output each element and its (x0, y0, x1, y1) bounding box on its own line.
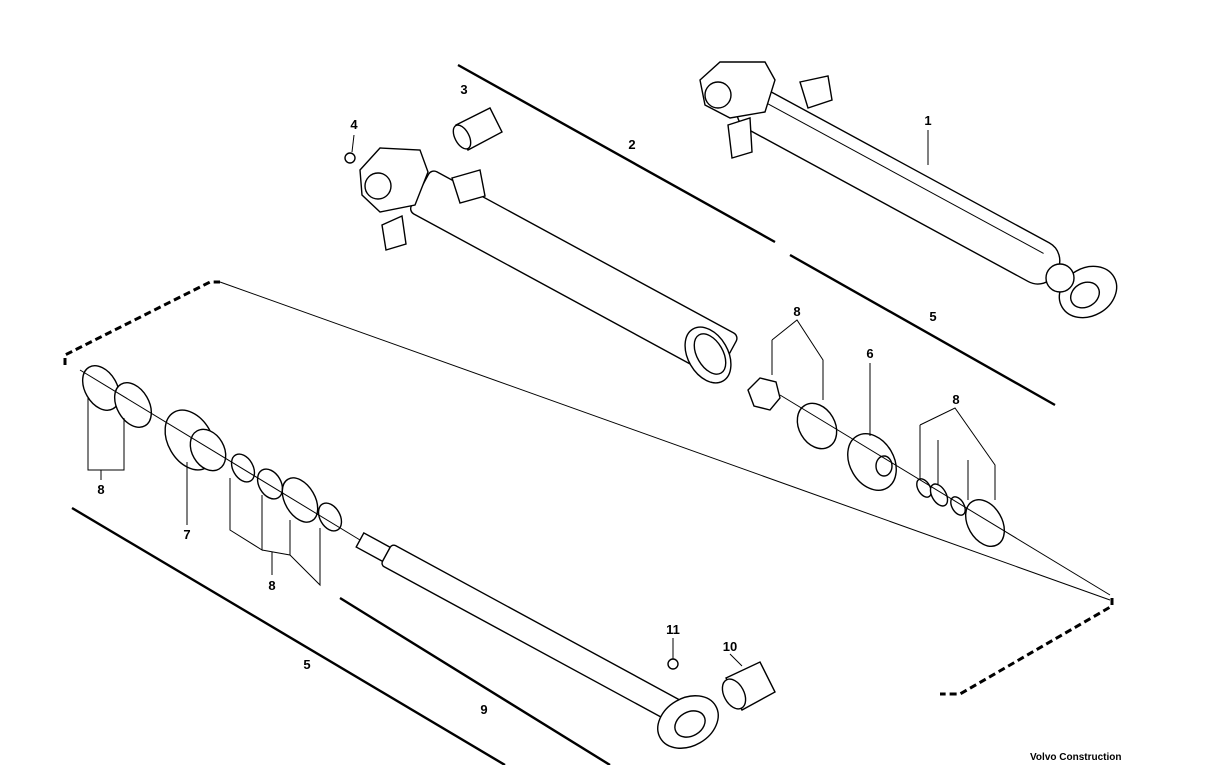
callout-5-top: 5 (929, 309, 936, 324)
grease-nipple-4 (344, 134, 356, 164)
bushing-10 (721, 661, 776, 711)
brand-text: Volvo Construction (1030, 752, 1121, 763)
callout-8-top-left: 8 (793, 304, 800, 319)
callout-1: 1 (924, 113, 931, 128)
callout-5-bottom: 5 (303, 657, 310, 672)
callout-10: 10 (723, 639, 737, 654)
nut (747, 377, 781, 411)
callout-8-left: 8 (97, 482, 104, 497)
callout-3: 3 (460, 82, 467, 97)
callout-8-bottom: 8 (268, 578, 275, 593)
callout-4: 4 (350, 117, 358, 132)
callout-6: 6 (866, 346, 873, 361)
callout-2: 2 (628, 137, 635, 152)
callout-9: 9 (480, 702, 487, 717)
grease-nipple-11 (667, 658, 679, 670)
ring-8 (796, 402, 838, 450)
bushing-3 (452, 107, 503, 151)
callout-8-top-right: 8 (952, 392, 959, 407)
piston-rod-9 (355, 532, 719, 749)
cylinder-assembly-1 (699, 61, 1118, 319)
callout-11: 11 (666, 622, 680, 637)
cylinder-head-7 (164, 409, 227, 472)
callout-7: 7 (183, 527, 190, 542)
cylinder-tube-2 (359, 147, 738, 384)
